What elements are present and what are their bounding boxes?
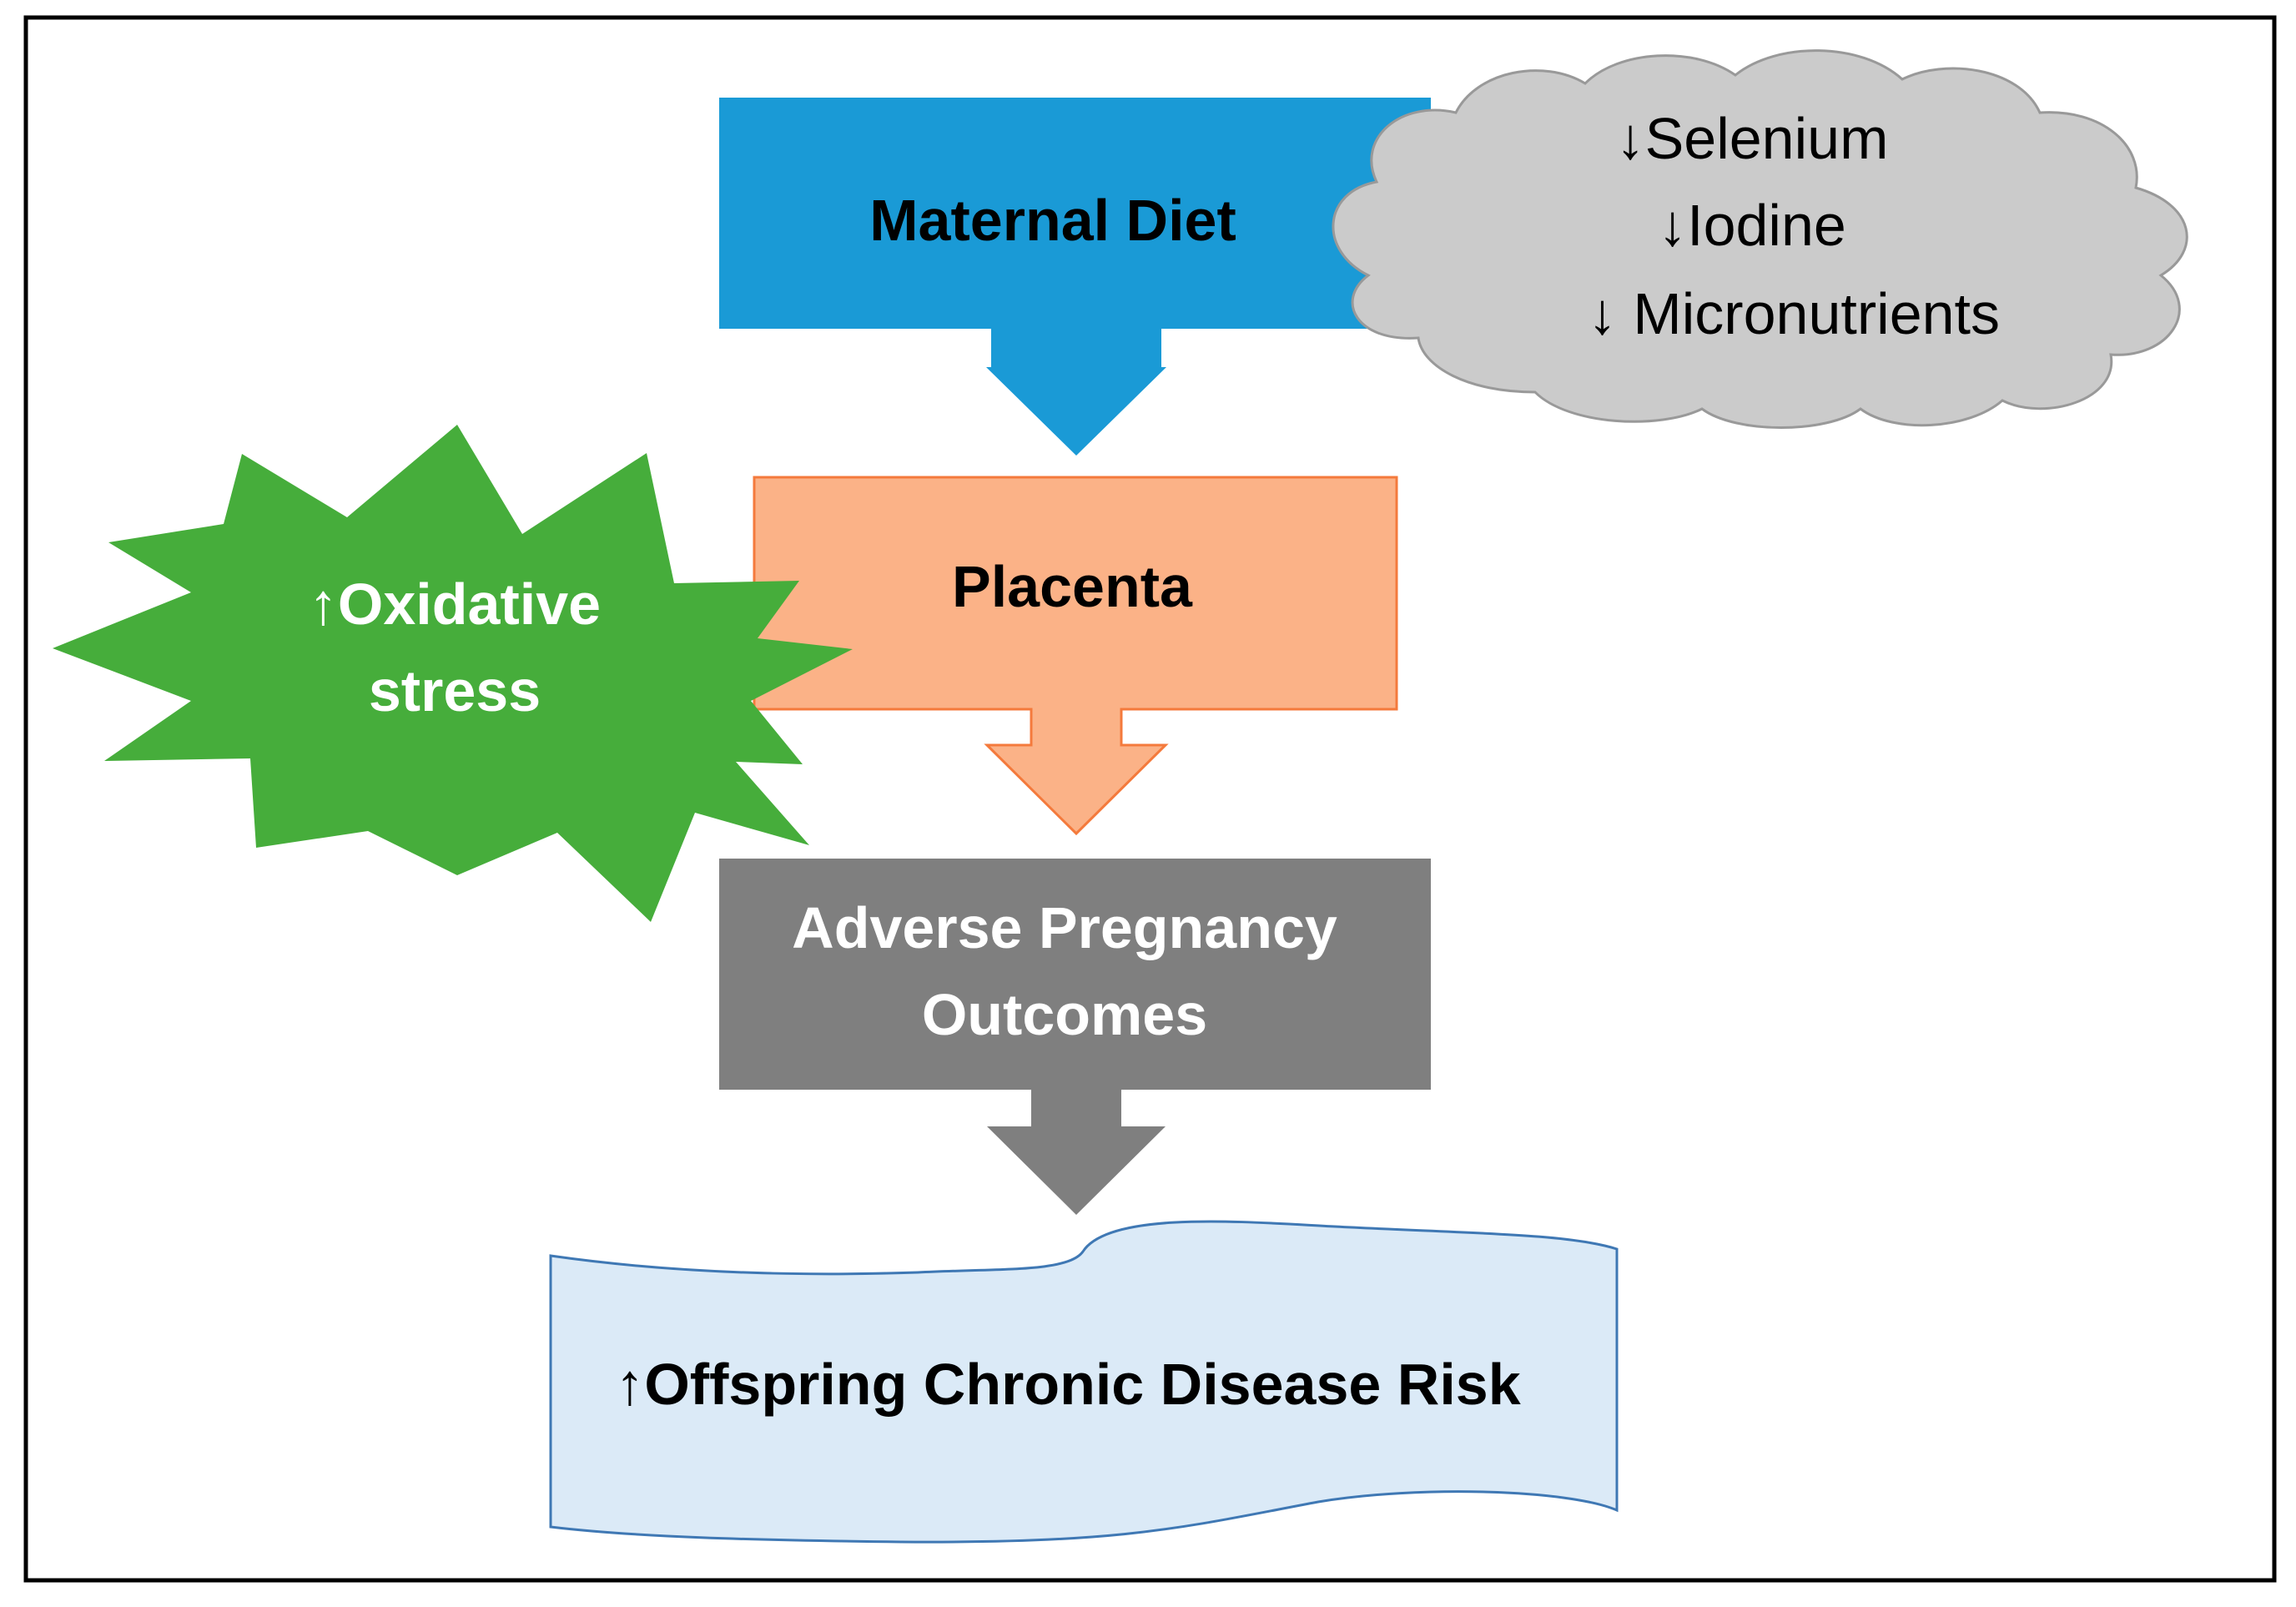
offspring-banner	[549, 1220, 1619, 1544]
placenta-arrow	[753, 476, 1398, 836]
cloud-iodine-label: ↓Iodine	[1658, 193, 1846, 258]
outcomes-label: Outcomes	[922, 982, 1207, 1047]
maternal-diet-arrow	[719, 98, 1431, 456]
adverse-pregnancy-label: Adverse Pregnancy	[792, 895, 1337, 960]
cloud-micronutrients-label: ↓ Micronutrients	[1588, 281, 2000, 346]
adverse-outcomes-arrow	[719, 859, 1431, 1215]
offspring-risk-label: ↑Offspring Chronic Disease Risk	[615, 1352, 1520, 1417]
placenta-label: Placenta	[952, 554, 1193, 619]
maternal-diet-label: Maternal Diet	[869, 188, 1236, 253]
oxidative-stress-starburst	[53, 425, 853, 922]
oxidative-label: ↑Oxidative	[309, 572, 601, 637]
cloud-selenium-label: ↓Selenium	[1616, 106, 1889, 171]
stress-label: stress	[369, 658, 541, 723]
micronutrient-cloud	[1332, 49, 2188, 429]
